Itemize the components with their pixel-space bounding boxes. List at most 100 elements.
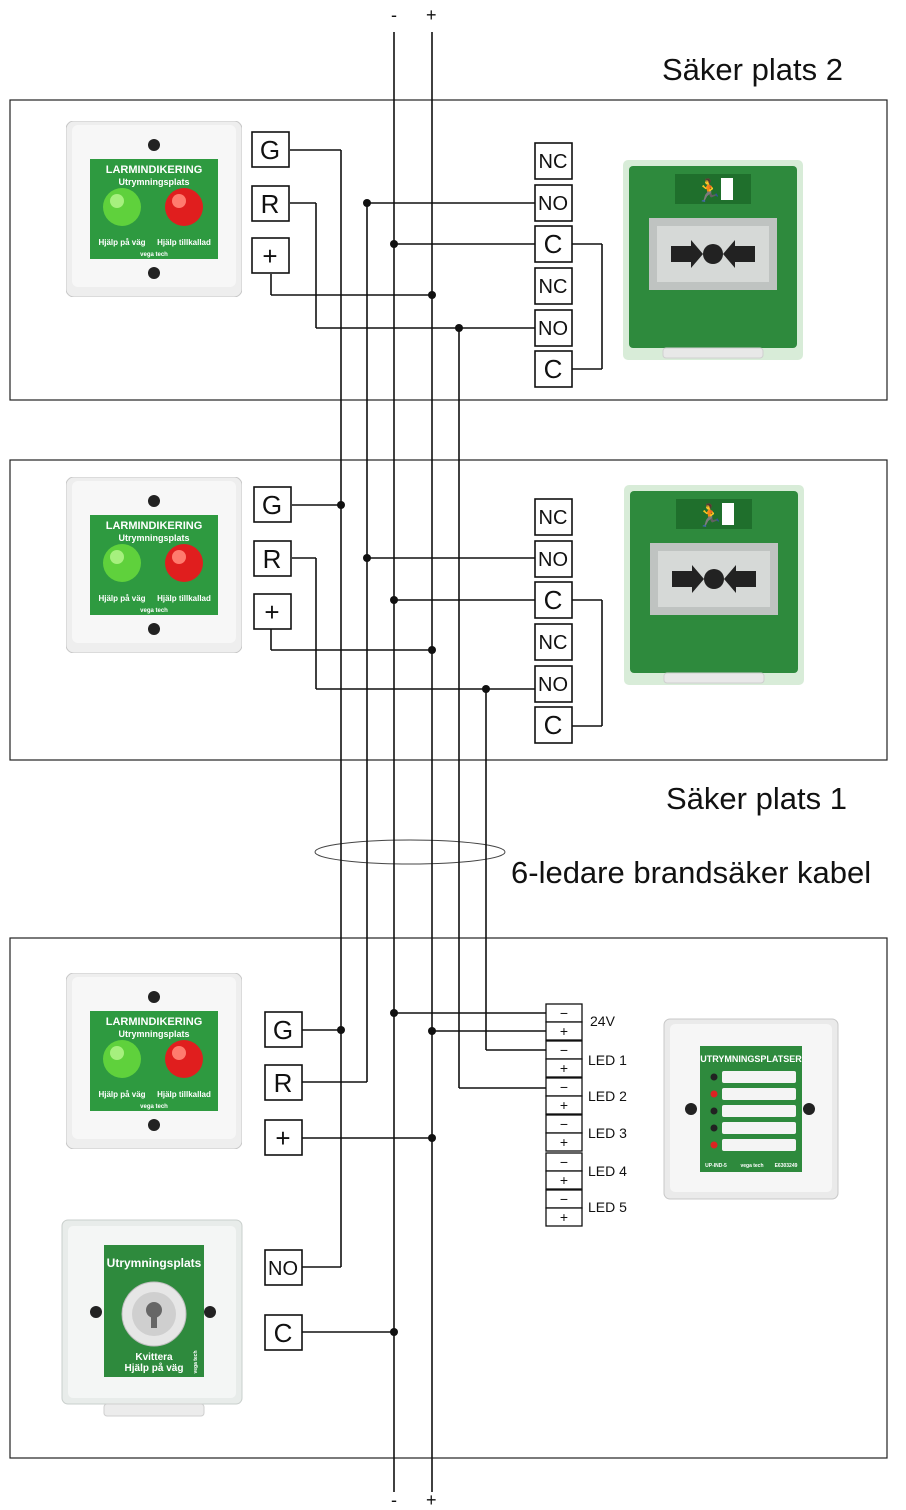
svg-text:−: − [560,1042,568,1058]
terminal-24v-plus: + [545,1021,583,1041]
call-point-site2 [623,160,803,360]
svg-text:NC: NC [539,632,568,654]
svg-text:NC: NC [539,151,568,173]
svg-text:vega tech: vega tech [140,252,168,258]
call-point-site1 [624,485,804,685]
terminal-nc1-site1: NC [534,498,573,536]
terminal-led2-minus: − [545,1077,583,1097]
svg-text:NC: NC [539,276,568,298]
svg-text:vega tech: vega tech [140,1104,168,1110]
terminal-led5-plus: + [545,1207,583,1227]
svg-text:−: − [560,1005,568,1021]
status-led-3 [710,1107,718,1115]
indicator-panel-central: LARMINDIKERING Utrymningsplats Hjälp på … [66,973,242,1149]
terminal-g-central: G [264,1011,303,1048]
terminal-nc1-site2: NC [534,142,573,180]
svg-text:LARMINDIKERING: LARMINDIKERING [106,1016,203,1028]
zone-site1 [9,459,888,761]
central-indicator-unit: UTRYMNINGSPLATSER UP-IND-5 vega tech E63… [663,1018,839,1200]
svg-text:Utrymningsplats: Utrymningsplats [118,533,189,543]
svg-text:Hjälp på väg: Hjälp på väg [98,1090,145,1099]
terminal-c2-site2: C [534,350,573,388]
svg-text:+: + [560,1172,568,1188]
label-slot-1 [722,1071,796,1083]
svg-text:+: + [262,241,277,271]
svg-text:NO: NO [538,549,568,571]
label-slot-3 [722,1105,796,1117]
svg-text:−: − [560,1116,568,1132]
status-led-1 [710,1073,718,1081]
zone-central [9,937,888,1459]
terminal-r-site2: R [251,185,290,222]
svg-text:C: C [544,710,563,740]
cable-label: 6-ledare brandsäker kabel [511,855,871,890]
status-led-2 [710,1090,718,1098]
terminal-c1-site2: C [534,225,573,263]
svg-text:vega tech: vega tech [740,1163,763,1169]
terminal-no1-site2: NO [534,184,573,222]
status-led-5 [710,1141,718,1149]
svg-text:NO: NO [538,674,568,696]
indicator-panel-site1: LARMINDIKERING Utrymningsplats Hjälp på … [66,477,242,653]
led3-label: LED 3 [588,1125,627,1141]
svg-text:Utrymningsplats: Utrymningsplats [118,177,189,187]
svg-text:Kvittera: Kvittera [135,1352,173,1363]
svg-text:Utrymningsplats: Utrymningsplats [118,1029,189,1039]
terminal-plus-site1: + [253,593,292,630]
svg-text:G: G [273,1015,293,1045]
bus-minus-top: - [391,5,397,25]
terminal-led1-plus: + [545,1058,583,1078]
power-label: 24V [590,1013,616,1029]
zone-site2 [9,99,888,401]
terminal-plus-site2: + [251,237,290,274]
svg-text:−: − [560,1191,568,1207]
svg-text:Hjälp tillkallad: Hjälp tillkallad [157,594,211,603]
terminal-no2-site2: NO [534,309,573,347]
terminal-no-keyswitch: NO [264,1249,303,1286]
svg-text:vega tech: vega tech [193,1350,199,1373]
terminal-c-keyswitch: C [264,1314,303,1351]
terminal-led4-minus: − [545,1152,583,1172]
svg-text:LARMINDIKERING: LARMINDIKERING [106,520,203,532]
terminal-r-central: R [264,1064,303,1101]
svg-text:R: R [263,544,282,574]
svg-text:NC: NC [539,507,568,529]
svg-text:+: + [560,1097,568,1113]
key-switch: Utrymningsplats Kvittera Hjälp på väg ve… [61,1219,243,1417]
terminal-no1-site1: NO [534,540,573,578]
led2-label: LED 2 [588,1088,627,1104]
bus-plus-top: + [426,5,437,25]
terminal-plus-central: + [264,1119,303,1156]
svg-text:+: + [560,1134,568,1150]
terminal-nc2-site2: NC [534,267,573,305]
svg-text:NO: NO [538,318,568,340]
terminal-led4-plus: + [545,1170,583,1190]
terminal-led3-plus: + [545,1132,583,1152]
svg-text:Hjälp på väg: Hjälp på väg [98,594,145,603]
terminal-led5-minus: − [545,1189,583,1209]
svg-text:−: − [560,1079,568,1095]
svg-text:NO: NO [538,193,568,215]
svg-text:G: G [260,135,280,165]
led5-label: LED 5 [588,1199,627,1215]
label-slot-5 [722,1139,796,1151]
svg-text:+: + [275,1123,290,1153]
terminal-led2-plus: + [545,1095,583,1115]
svg-text:Utrymningsplats: Utrymningsplats [107,1256,202,1270]
svg-text:+: + [560,1060,568,1076]
svg-text:vega tech: vega tech [140,608,168,614]
led1-label: LED 1 [588,1052,627,1068]
label-slot-2 [722,1088,796,1100]
cable-bundle-marker [314,839,506,865]
terminal-c2-site1: C [534,706,573,744]
junction-dots [337,199,490,1336]
svg-text:+: + [264,597,279,627]
svg-text:LARMINDIKERING: LARMINDIKERING [106,164,203,176]
svg-text:NO: NO [268,1258,298,1280]
svg-text:R: R [261,189,280,219]
svg-text:UTRYMNINGSPLATSER: UTRYMNINGSPLATSER [700,1054,802,1064]
site1-title: Säker plats 1 [666,781,847,816]
wires [270,32,603,1492]
led-terminal-block: − + 24V − + LED 1 − + LED 2 − [545,1003,627,1227]
